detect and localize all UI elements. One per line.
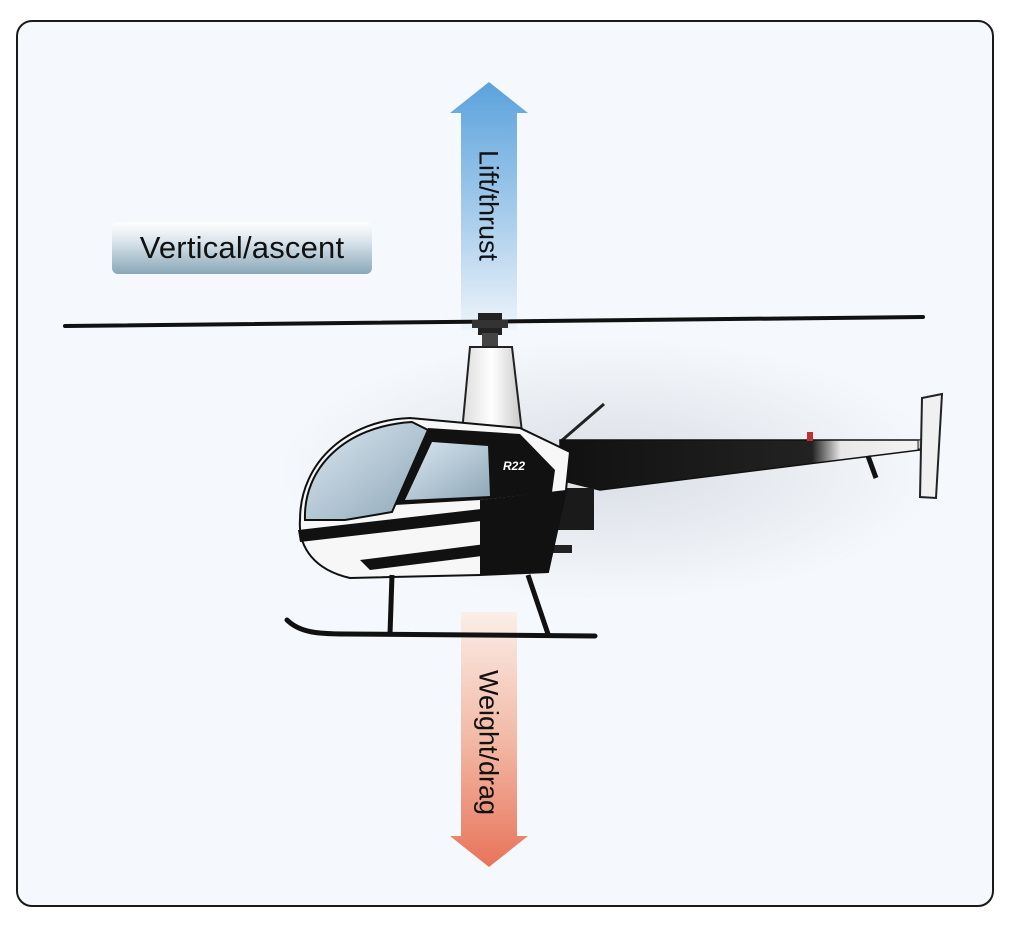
weight-drag-arrow <box>450 612 528 867</box>
lift-thrust-label: Lift/thrust <box>473 149 504 262</box>
model-marking: R22 <box>503 459 525 473</box>
weight-drag-label: Weight/drag <box>473 669 504 816</box>
up-arrow-shape <box>450 82 528 330</box>
title-badge: Vertical/ascent <box>112 222 372 274</box>
lift-thrust-arrow <box>450 82 528 330</box>
diagram-title: Vertical/ascent <box>139 230 345 265</box>
helicopter-icon: R22 <box>63 313 944 639</box>
down-arrow-shape <box>450 612 528 867</box>
